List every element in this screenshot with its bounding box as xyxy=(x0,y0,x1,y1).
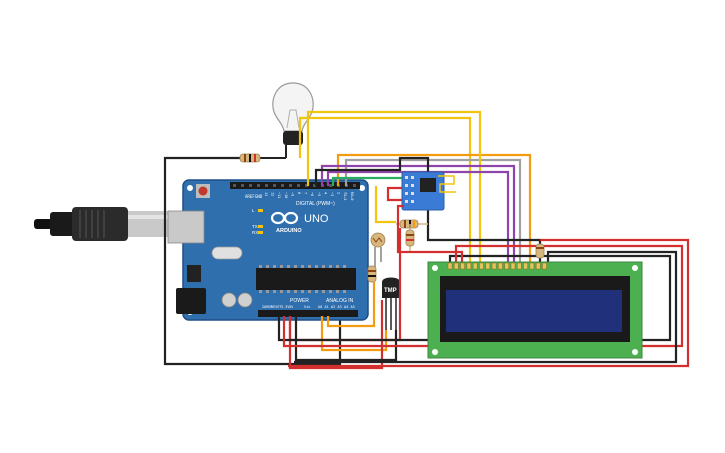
lcd-pin xyxy=(491,262,497,270)
lcd-pin xyxy=(498,262,503,270)
wire-red-lcd xyxy=(282,244,684,348)
analog-pin-label: A0 xyxy=(318,305,322,309)
digital-pin-label: 13 xyxy=(264,192,268,196)
arduino-brand: ARDUINO xyxy=(276,228,302,234)
lcd-pin xyxy=(454,262,459,270)
wire-yellow-bulb xyxy=(298,116,472,262)
temperature-sensor: TMP xyxy=(382,277,400,330)
led-tx-label: TX xyxy=(252,224,258,229)
digital-pin-label: 4 xyxy=(323,192,327,194)
analog-pin-label: A1 xyxy=(325,305,329,309)
aref-label: AREF xyxy=(245,194,255,199)
analog-label: ANALOG IN xyxy=(326,298,354,304)
digital-pin-label: RX←0 xyxy=(350,192,354,200)
wire-black-lcd-2 xyxy=(294,250,678,364)
lcd-pin xyxy=(479,262,484,270)
resistor-bulb xyxy=(232,153,286,163)
wire-red-lcd-2 xyxy=(288,238,690,368)
analog-pin-label: A3 xyxy=(338,305,342,309)
resistor-lcd xyxy=(535,243,545,259)
digital-pin-label: ~11 xyxy=(277,192,281,198)
lcd-pin-header xyxy=(447,262,547,270)
wire-red-esp xyxy=(386,186,404,202)
usb-cable xyxy=(34,207,190,241)
lcd-pin xyxy=(447,262,453,270)
v33-label: 3.3V xyxy=(281,305,290,309)
lcd-pin xyxy=(510,262,516,270)
wire-orange-bottom-2 xyxy=(326,282,376,328)
digital-pin-label: ~5 xyxy=(317,192,321,196)
v5-label: 5V xyxy=(289,305,294,309)
wire-black-lcd xyxy=(277,254,672,342)
gnd-label: GND xyxy=(255,194,263,199)
led-rx-label: RX xyxy=(252,230,258,235)
power-label: POWER xyxy=(290,298,309,304)
digital-pin-label: ~3 xyxy=(330,192,334,196)
lcd-pin xyxy=(523,262,528,270)
analog-pin-label: A4 xyxy=(344,305,348,309)
digital-pin-label: ~10 xyxy=(284,192,288,198)
lcd-pin xyxy=(466,262,472,270)
digital-pin-label: ~9 xyxy=(290,192,294,196)
digital-pin-label: TX→1 xyxy=(343,192,347,200)
wire-yellow-pot xyxy=(374,186,396,224)
led-l-label: L xyxy=(252,208,255,213)
resistor-ldr xyxy=(367,265,377,283)
digital-label: DIGITAL (PWM~) xyxy=(296,201,335,207)
wire-red-bottom xyxy=(288,300,384,370)
wire-purple-1 xyxy=(320,164,516,262)
lcd-pin xyxy=(542,262,547,270)
lcd-pin xyxy=(529,262,535,270)
wire-yellow-top xyxy=(306,110,482,262)
lcd-pin xyxy=(517,262,522,270)
lcd-pin xyxy=(504,262,509,270)
analog-pin-label: A5 xyxy=(351,305,355,309)
arduino-model: UNO xyxy=(304,213,329,225)
esp8266-wifi-module xyxy=(401,171,456,211)
lcd-pin xyxy=(460,262,465,270)
wire-green-top xyxy=(331,176,404,186)
ioref-label: IOREF xyxy=(262,305,273,309)
digital-pin-label: 12 xyxy=(271,192,275,196)
arduino-logo-icon xyxy=(270,211,299,225)
reset-label: RESET xyxy=(271,305,282,309)
analog-pin-label: A2 xyxy=(331,305,335,309)
wire-black-esp xyxy=(314,156,542,262)
wire-red-esp-lcd xyxy=(396,204,464,262)
tmp-label: TMP xyxy=(384,288,397,294)
vin-label: Vin xyxy=(304,305,310,309)
lcd-16x2-display xyxy=(427,261,643,359)
lcd-pin xyxy=(485,262,491,270)
resistor-esp xyxy=(396,219,428,229)
digital-pin-label: 7 xyxy=(304,192,308,194)
lcd-pin xyxy=(535,262,541,270)
digital-pin-label: 2 xyxy=(337,192,341,194)
resistor-vertical xyxy=(405,224,415,252)
lcd-pin xyxy=(472,262,478,270)
digital-pin-label: 8 xyxy=(297,192,301,194)
digital-pin-label: ~6 xyxy=(310,192,314,196)
